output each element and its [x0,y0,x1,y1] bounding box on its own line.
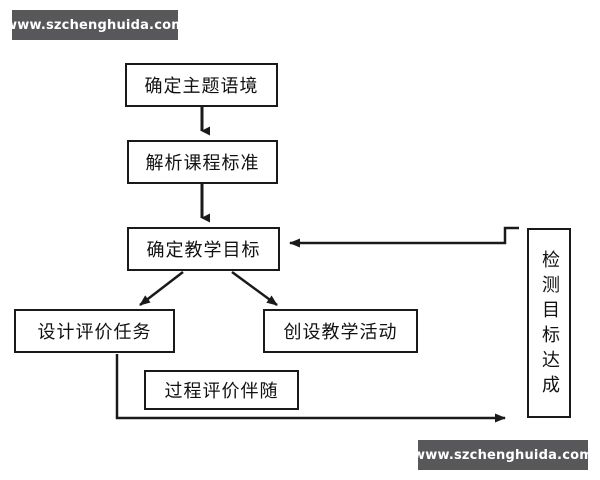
node-teaching-activity[interactable]: 创设教学活动 [263,309,418,353]
edge-goal-to-objective [289,226,519,248]
watermark-bottom: www.szchenghuida.com [413,440,593,470]
watermark-top: www.szchenghuida.com [5,10,185,40]
node-teaching-objective[interactable]: 确定教学目标 [127,227,280,271]
edge-objective-to-teaching-activity [231,270,278,307]
node-curriculum-standard[interactable]: 解析课程标准 [127,140,278,184]
node-process-evaluation[interactable]: 过程评价伴随 [144,370,299,410]
edge-evaluation-to-goal [115,354,506,423]
edge-objective-to-evaluation-task [139,271,184,306]
node-goal-achievement[interactable]: 检测目标达成 [527,228,571,418]
node-evaluation-task[interactable]: 设计评价任务 [14,309,175,353]
node-theme-context[interactable]: 确定主题语境 [125,63,278,107]
